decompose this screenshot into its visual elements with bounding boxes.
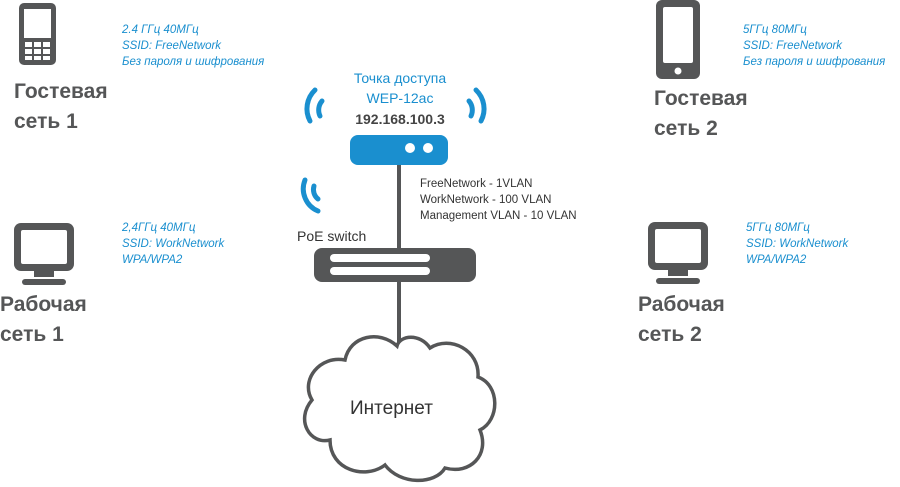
ssid-info: SSID: WorkNetwork bbox=[122, 238, 225, 250]
work1-info: 2,4ГГц 40МГц SSID: WorkNetwork WPA/WPA2 bbox=[122, 220, 224, 268]
node-name-line2: сеть 2 bbox=[654, 117, 718, 140]
work2-info: 5ГГц 80МГц SSID: WorkNetwork WPA/WPA2 bbox=[746, 220, 848, 268]
ssid-info: SSID: FreeNetwork bbox=[122, 40, 222, 52]
guest1-info: 2.4 ГГц 40МГц SSID: FreeNetwork Без паро… bbox=[122, 22, 264, 70]
node-name-line2: сеть 2 bbox=[638, 323, 702, 346]
node-name-line2: сеть 1 bbox=[0, 323, 64, 346]
ssid-info: SSID: WorkNetwork bbox=[746, 238, 849, 250]
node-name-line2: сеть 1 bbox=[14, 110, 78, 133]
work2-name: Рабочая сеть 2 bbox=[638, 290, 725, 350]
access-point-model: WEP-12ac bbox=[366, 90, 434, 106]
security-info: Без пароля и шифрования bbox=[743, 56, 886, 68]
wifi-signal-left-icon bbox=[304, 87, 325, 124]
vlan-item: WorkNetwork - 100 VLAN bbox=[420, 194, 552, 206]
wifi-signal-switch-icon bbox=[300, 177, 321, 214]
vlan-item: Management VLAN - 10 VLAN bbox=[420, 210, 577, 222]
monitor-icon bbox=[648, 222, 708, 284]
access-point-title: Точка доступа WEP-12ac bbox=[330, 68, 470, 108]
guest2-info: 5ГГц 80МГц SSID: FreeNetwork Без пароля … bbox=[743, 22, 885, 70]
monitor-icon bbox=[14, 223, 74, 285]
mobile-phone-icon bbox=[19, 3, 56, 65]
access-point-title-line1: Точка доступа bbox=[353, 70, 447, 86]
access-point-ip: 192.168.100.3 bbox=[355, 111, 445, 127]
band-info: 5ГГц 80МГц bbox=[743, 24, 807, 36]
node-name-line1: Гостевая bbox=[14, 80, 108, 103]
ssid-info: SSID: FreeNetwork bbox=[743, 40, 843, 52]
band-info: 2,4ГГц 40МГц bbox=[122, 222, 196, 234]
switch-label: PoE switch bbox=[297, 228, 367, 244]
wifi-signal-right-icon bbox=[466, 87, 487, 124]
security-info: WPA/WPA2 bbox=[746, 254, 807, 266]
security-info: Без пароля и шифрования bbox=[122, 56, 265, 68]
node-name-line1: Рабочая bbox=[638, 293, 725, 316]
guest1-name: Гостевая сеть 1 bbox=[14, 77, 108, 137]
node-name-line1: Рабочая bbox=[0, 293, 87, 316]
access-point-icon bbox=[350, 135, 448, 165]
security-info: WPA/WPA2 bbox=[122, 254, 183, 266]
band-info: 2.4 ГГц 40МГц bbox=[122, 24, 199, 36]
vlan-item: FreeNetwork - 1VLAN bbox=[420, 178, 533, 190]
cloud-icon bbox=[302, 335, 497, 483]
node-name-line1: Гостевая bbox=[654, 87, 748, 110]
guest2-name: Гостевая сеть 2 bbox=[654, 84, 748, 144]
work1-name: Рабочая сеть 1 bbox=[0, 290, 87, 350]
switch-icon bbox=[314, 248, 476, 282]
band-info: 5ГГц 80МГц bbox=[746, 222, 810, 234]
tablet-icon bbox=[656, 0, 700, 79]
internet-label: Интернет bbox=[350, 398, 433, 419]
vlan-list: FreeNetwork - 1VLAN WorkNetwork - 100 VL… bbox=[420, 176, 577, 224]
